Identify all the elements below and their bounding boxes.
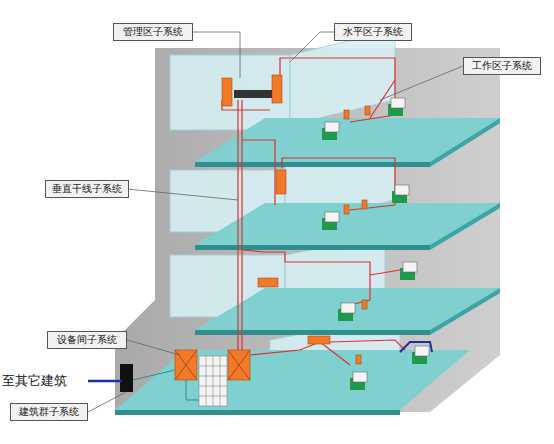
floor-slabs [115, 118, 500, 415]
callout-box: 建筑群子系统 [10, 403, 88, 421]
note-label: 至其它建筑 [2, 374, 67, 387]
callout-text: 管理区子系统 [123, 27, 183, 37]
callout-text: 工作区子系统 [472, 61, 532, 71]
network-switch [234, 90, 272, 98]
workstations [322, 98, 429, 390]
entrance-panel [120, 364, 133, 392]
patch-panels [175, 75, 370, 380]
callout-text: 设备间子系统 [57, 335, 117, 345]
callout-box: 设备间子系统 [47, 331, 127, 349]
callout-text: 水平区子系统 [343, 27, 403, 37]
callout-box: 垂直干线子系统 [45, 180, 129, 198]
callout-text: 垂直干线子系统 [52, 184, 122, 194]
cable-wires [222, 58, 405, 365]
leader-lines [88, 32, 463, 412]
rack-wire [186, 380, 199, 400]
equipment-racks [199, 356, 227, 406]
callout-box: 管理区子系统 [113, 23, 193, 41]
callout-text: 建筑群子系统 [19, 407, 79, 417]
entrance-wire [133, 370, 175, 380]
outside-cable [88, 380, 122, 383]
callout-box: 水平区子系统 [334, 23, 412, 41]
callout-box: 工作区子系统 [463, 57, 541, 75]
